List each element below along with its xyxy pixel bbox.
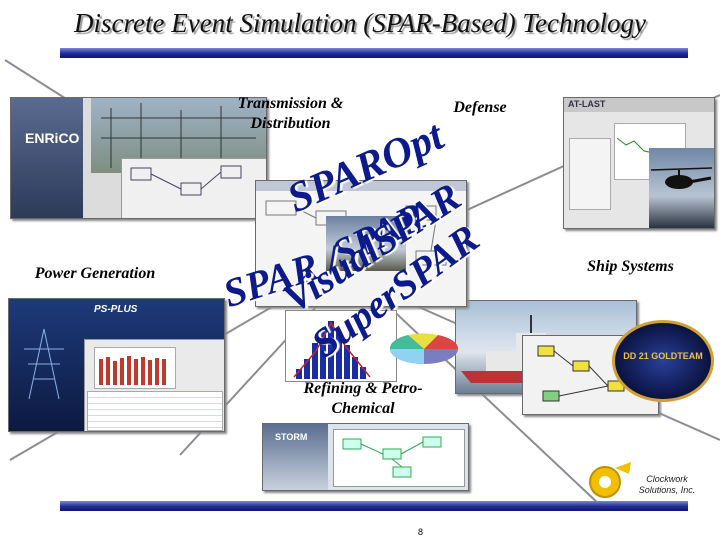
- storm-screenshot: STORM: [262, 423, 469, 491]
- company-name: Clockwork Solutions, Inc.: [638, 474, 696, 495]
- enrico-logo: ENRiCO: [25, 130, 80, 146]
- transmission-label: Transmission & Distribution: [237, 95, 344, 132]
- ship-emblem: DD 21 GOLDTEAM: [612, 320, 714, 402]
- slide-title: Discrete Event Simulation (SPAR-Based) T…: [74, 8, 646, 38]
- atlast-screenshot: AT-LAST: [563, 97, 715, 229]
- power-generation-label: Power Generation: [34, 265, 156, 282]
- atlast-logo: AT-LAST: [568, 99, 606, 109]
- ship-systems-label: Ship Systems: [587, 258, 674, 275]
- center-collage-window: [255, 180, 467, 307]
- pie-chart: [389, 333, 459, 364]
- psplus-logo: PS-PLUS: [94, 304, 138, 315]
- psplus-screenshot: PS-PLUS: [8, 298, 225, 432]
- enrico-screenshot: ENRiCO: [10, 97, 267, 219]
- footer-bar: [60, 501, 688, 511]
- title-underline-bar: [60, 48, 688, 58]
- refining-label: Refining & Petro-Chemical: [303, 380, 423, 417]
- aircraft-photo: [326, 216, 406, 271]
- storm-logo: STORM: [275, 432, 308, 442]
- histogram-chart: [285, 310, 397, 382]
- defense-label: Defense: [453, 99, 507, 116]
- clockwork-logo-icon: [589, 462, 631, 498]
- power-tower-icon: [24, 328, 64, 400]
- helicopter-icon: [650, 167, 713, 189]
- page-number: 8: [418, 527, 424, 537]
